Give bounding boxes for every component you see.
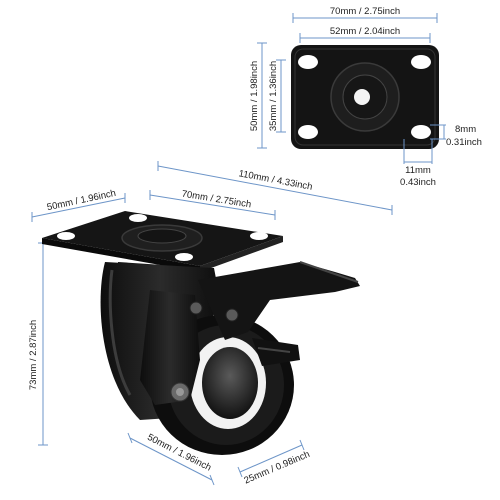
mounting-slot [411, 125, 431, 139]
plate-diagonal-label: 110mm / 4.33inch [238, 168, 314, 193]
total-height-label: 73mm / 2.87inch [28, 320, 39, 390]
mounting-slot [298, 55, 318, 69]
plate-depth-label: 50mm / 1.96inch [46, 188, 117, 213]
wheel-width-label: 25mm / 0.98inch [243, 449, 312, 487]
plate-depth-dim-line [31, 197, 126, 218]
caster-view: 110mm / 4.33inch 70mm / 2.75inch 50mm / … [28, 161, 393, 487]
top-plate-view: 70mm / 2.75inch 52mm / 2.04inch 50mm / 1… [249, 6, 482, 188]
plate-width-label: 70mm / 2.75inch [330, 6, 400, 17]
slot-length-label-line2: 0.43inch [400, 177, 436, 188]
wheel-diameter-dim-line [129, 437, 213, 481]
brake-pivot-rivet [189, 301, 203, 315]
fork-leg [140, 290, 200, 405]
wheel-width-dim-line [239, 444, 303, 473]
plate-height-label: 50mm / 1.98inch [249, 61, 260, 131]
center-rivet [354, 89, 370, 105]
brake-pedal[interactable] [252, 338, 300, 366]
brake-pivot-rivet [225, 308, 239, 322]
slot-width-label-line1: 8mm [455, 124, 476, 135]
mounting-slot [411, 55, 431, 69]
brake-lever[interactable] [198, 262, 360, 340]
plate-width-dim-line-persp [149, 194, 276, 216]
mounting-slot-persp [250, 232, 268, 240]
plate-diagonal-dim-line [157, 165, 393, 211]
slot-length-label-line1: 11mm [405, 165, 431, 176]
wheel-hub [202, 347, 258, 419]
mounting-slot-persp [57, 232, 75, 240]
slot-width-label-line2: 0.31inch [446, 137, 482, 148]
plate-width-label-persp: 70mm / 2.75inch [181, 189, 252, 211]
mounting-slot-persp [175, 253, 193, 261]
mounting-slot-persp [129, 214, 147, 222]
mounting-slot [298, 125, 318, 139]
plate-hole-span-width-label: 52mm / 2.04inch [330, 26, 400, 37]
plate-hole-span-height-label: 35mm / 1.36inch [268, 61, 279, 131]
